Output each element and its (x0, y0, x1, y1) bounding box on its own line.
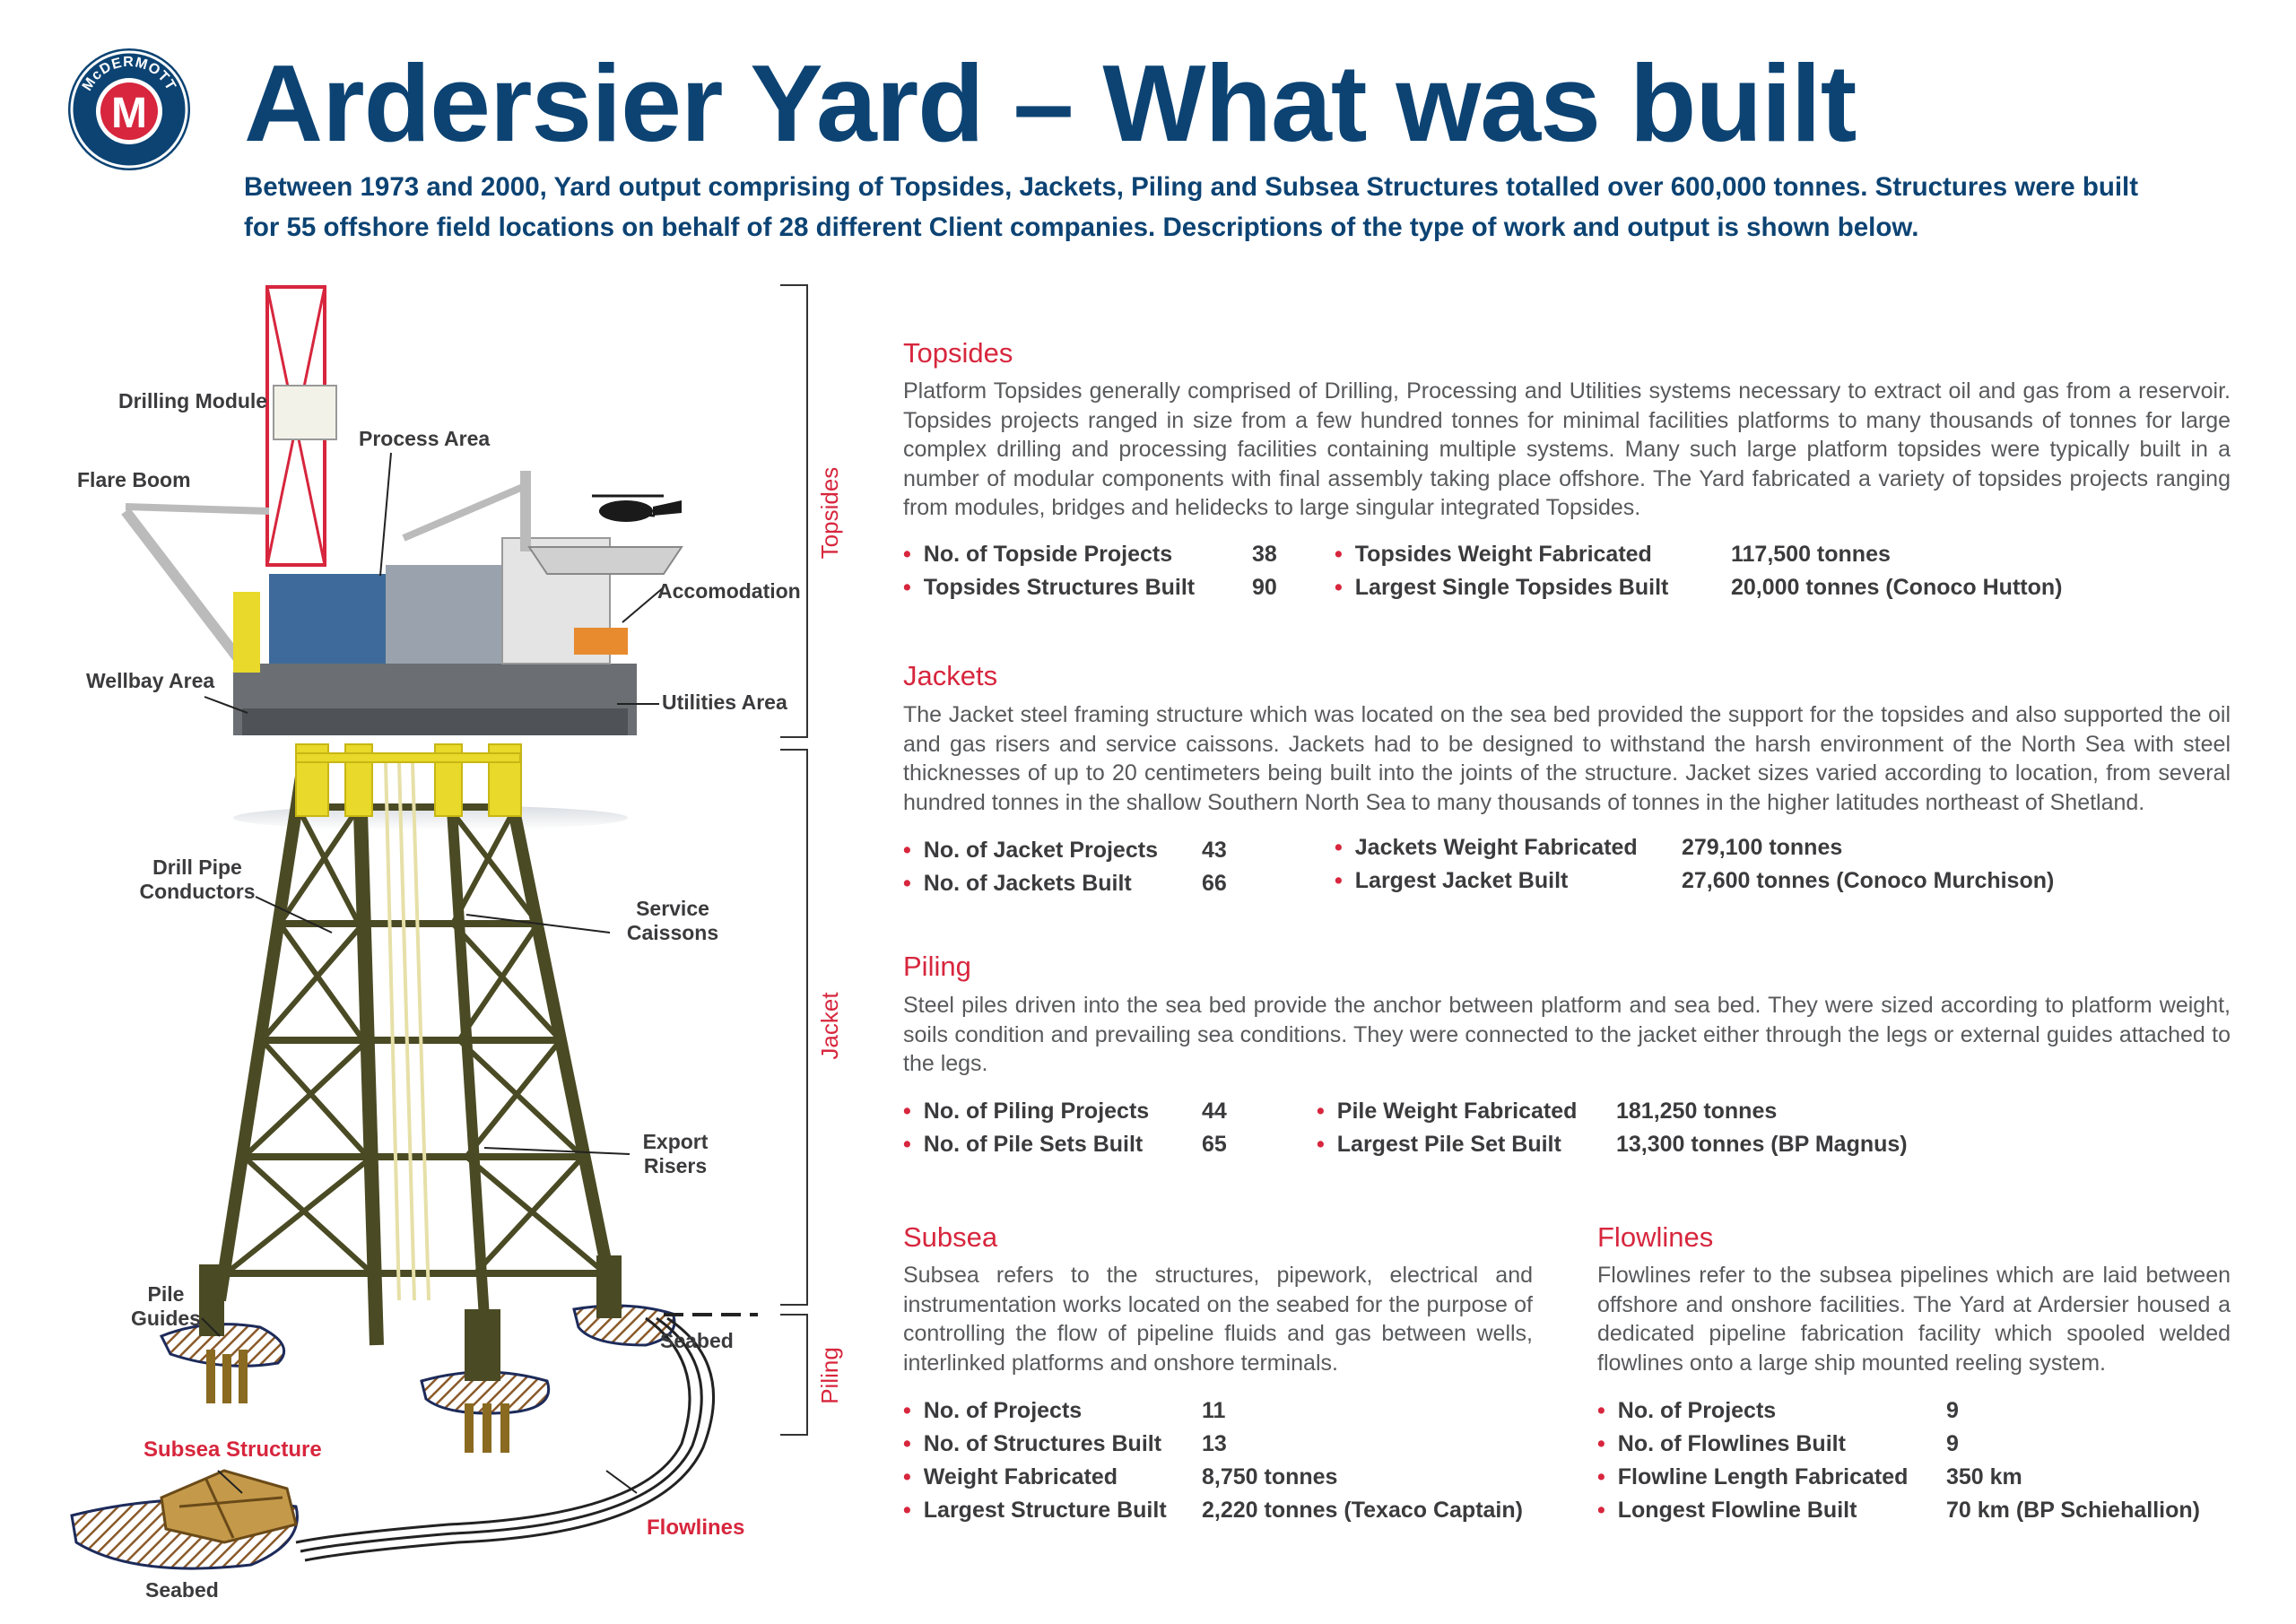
pile-guides (199, 1255, 622, 1381)
splash-zone (295, 743, 522, 817)
logo-letter: M (111, 90, 147, 137)
stat-value: 65 (1202, 1132, 1227, 1157)
stat-value: 181,250 tonnes (1616, 1099, 1778, 1124)
section-title-topsides: Topsides (903, 337, 1013, 369)
stat-label: •No. of Projects (903, 1398, 1083, 1423)
topsides-module (121, 285, 683, 735)
platform-illustration (70, 284, 808, 1570)
stat-value: 13 (1202, 1431, 1227, 1456)
label-subsea-structure: Subsea Structure (144, 1437, 322, 1462)
stat-label: •Largest Single Topsides Built (1335, 575, 1669, 600)
stat-label: •Weight Fabricated (903, 1464, 1118, 1489)
stat-value: 9 (1946, 1398, 1959, 1423)
label-drilling-module: Drilling Module (118, 389, 268, 413)
label-accomodation: Accomodation (657, 579, 801, 603)
stat-label: •Topsides Structures Built (903, 575, 1196, 600)
page-title: Ardersier Yard – What was built (244, 42, 1857, 164)
bracket-label-jacket: Jacket (816, 992, 843, 1060)
section-body-subsea: Subsea refers to the structures, pipewor… (903, 1263, 1533, 1376)
stat-value: 20,000 tonnes (Conoco Hutton) (1731, 575, 2063, 600)
stat-value: 70 km (BP Schiehallion) (1946, 1498, 2200, 1523)
stat-label: •No. of Topside Projects (903, 542, 1173, 567)
stat-label: •No. of Structures Built (903, 1431, 1162, 1456)
label-utilities-area: Utilities Area (662, 690, 787, 714)
stat-label: •Topsides Weight Fabricated (1335, 542, 1652, 567)
stat-label: •Largest Jacket Built (1335, 868, 1569, 893)
stat-label: •Pile Weight Fabricated (1317, 1099, 1578, 1124)
stat-value: 279,100 tonnes (1682, 835, 1843, 860)
conductors (384, 761, 430, 1301)
section-brackets (780, 284, 808, 1436)
section-title-subsea: Subsea (903, 1221, 998, 1253)
section-title-jackets: Jackets (903, 660, 998, 691)
stat-label: •No. of Jackets Built (903, 871, 1132, 896)
label-process-area: Process Area (359, 427, 491, 450)
stat-value: 117,500 tonnes (1731, 542, 1891, 567)
stat-label: •Longest Flowline Built (1597, 1498, 1857, 1523)
stat-value: 44 (1202, 1099, 1227, 1124)
stat-value: 27,600 tonnes (Conoco Murchison) (1682, 868, 2055, 893)
stat-label: •Largest Pile Set Built (1317, 1132, 1561, 1157)
stat-value: 2,220 tonnes (Texaco Captain) (1202, 1498, 1523, 1523)
stat-value: 13,300 tonnes (BP Magnus) (1616, 1132, 1908, 1157)
stat-value: 90 (1252, 575, 1277, 600)
subsea-structure-model (160, 1469, 298, 1544)
leader-lines (201, 452, 665, 1494)
stat-value: 66 (1202, 871, 1227, 896)
label-seabed-right: Seabed (660, 1329, 734, 1352)
label-flare-boom: Flare Boom (77, 468, 191, 491)
section-body-piling: Steel piles driven into the sea bed prov… (903, 993, 2231, 1076)
section-title-flowlines: Flowlines (1597, 1221, 1714, 1253)
section-title-piling: Piling (903, 951, 971, 982)
stat-value: 8,750 tonnes (1202, 1464, 1338, 1489)
stat-label: •No. of Jacket Projects (903, 838, 1158, 863)
sea-surface (233, 805, 628, 830)
section-body-flowlines: Flowlines refer to the subsea pipelines … (1597, 1263, 2231, 1376)
flowline-pipes (295, 1316, 715, 1562)
stat-label: •Jackets Weight Fabricated (1335, 835, 1638, 860)
stat-value: 38 (1252, 542, 1277, 567)
jacket-structure (213, 751, 616, 1346)
label-seabed-bottom: Seabed (145, 1578, 219, 1602)
helicopter-icon (592, 494, 682, 522)
label-flowlines: Flowlines (647, 1515, 745, 1540)
stat-value: 9 (1946, 1431, 1959, 1456)
stat-label: •No. of Projects (1597, 1398, 1777, 1423)
stat-label: •No. of Piling Projects (903, 1099, 1150, 1124)
stat-label: •Flowline Length Fabricated (1597, 1464, 1909, 1489)
stat-label: •No. of Flowlines Built (1597, 1431, 1846, 1456)
bracket-label-piling: Piling (816, 1347, 843, 1404)
page-subtitle: Between 1973 and 2000, Yard output compr… (244, 172, 2139, 242)
label-wellbay-area: Wellbay Area (86, 669, 215, 692)
stat-value: 11 (1202, 1398, 1226, 1423)
bracket-label-topsides: Topsides (816, 466, 843, 560)
mcdermott-logo: McDERMOTT M (66, 47, 192, 172)
stat-label: •Largest Structure Built (903, 1498, 1167, 1523)
stat-label: •No. of Pile Sets Built (903, 1132, 1144, 1157)
stat-value: 350 km (1946, 1464, 2022, 1489)
section-body-jackets: The Jacket steel framing structure which… (903, 702, 2231, 815)
section-body-topsides: Platform Topsides generally comprised of… (903, 378, 2231, 520)
stat-value: 43 (1202, 838, 1227, 863)
piles (206, 1350, 509, 1453)
